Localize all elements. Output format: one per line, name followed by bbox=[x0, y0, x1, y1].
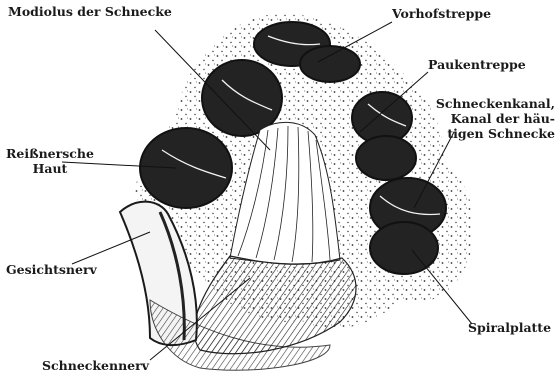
label-schneckenkanal: Schneckenkanal, Kanal der häu- tigen Sch… bbox=[436, 96, 555, 141]
label-reissner-line1: Reißnersche bbox=[6, 146, 94, 161]
chamber-apex-right bbox=[300, 46, 360, 82]
label-reissner: Reißnersche Haut bbox=[6, 146, 94, 176]
label-schneckenkanal-line1: Schneckenkanal, bbox=[436, 96, 555, 111]
label-schneckenkanal-line3: tigen Schnecke bbox=[436, 126, 555, 141]
chamber-base-bottom bbox=[370, 222, 438, 274]
label-paukentreppe: Paukentreppe bbox=[428, 57, 526, 72]
label-schneckenkanal-line2: Kanal der häu- bbox=[436, 111, 555, 126]
chamber-low-left bbox=[140, 128, 232, 208]
label-gesichtsnerv: Gesichtsnerv bbox=[6, 262, 97, 277]
chamber-low-right bbox=[356, 136, 416, 180]
label-spiralplatte: Spiralplatte bbox=[468, 320, 551, 335]
label-schneckennerv: Schneckennerv bbox=[42, 358, 149, 373]
label-vorhofstreppe: Vorhofstreppe bbox=[392, 6, 491, 21]
label-modiolus: Modiolus der Schnecke bbox=[8, 4, 172, 19]
label-reissner-line2: Haut bbox=[6, 161, 94, 176]
